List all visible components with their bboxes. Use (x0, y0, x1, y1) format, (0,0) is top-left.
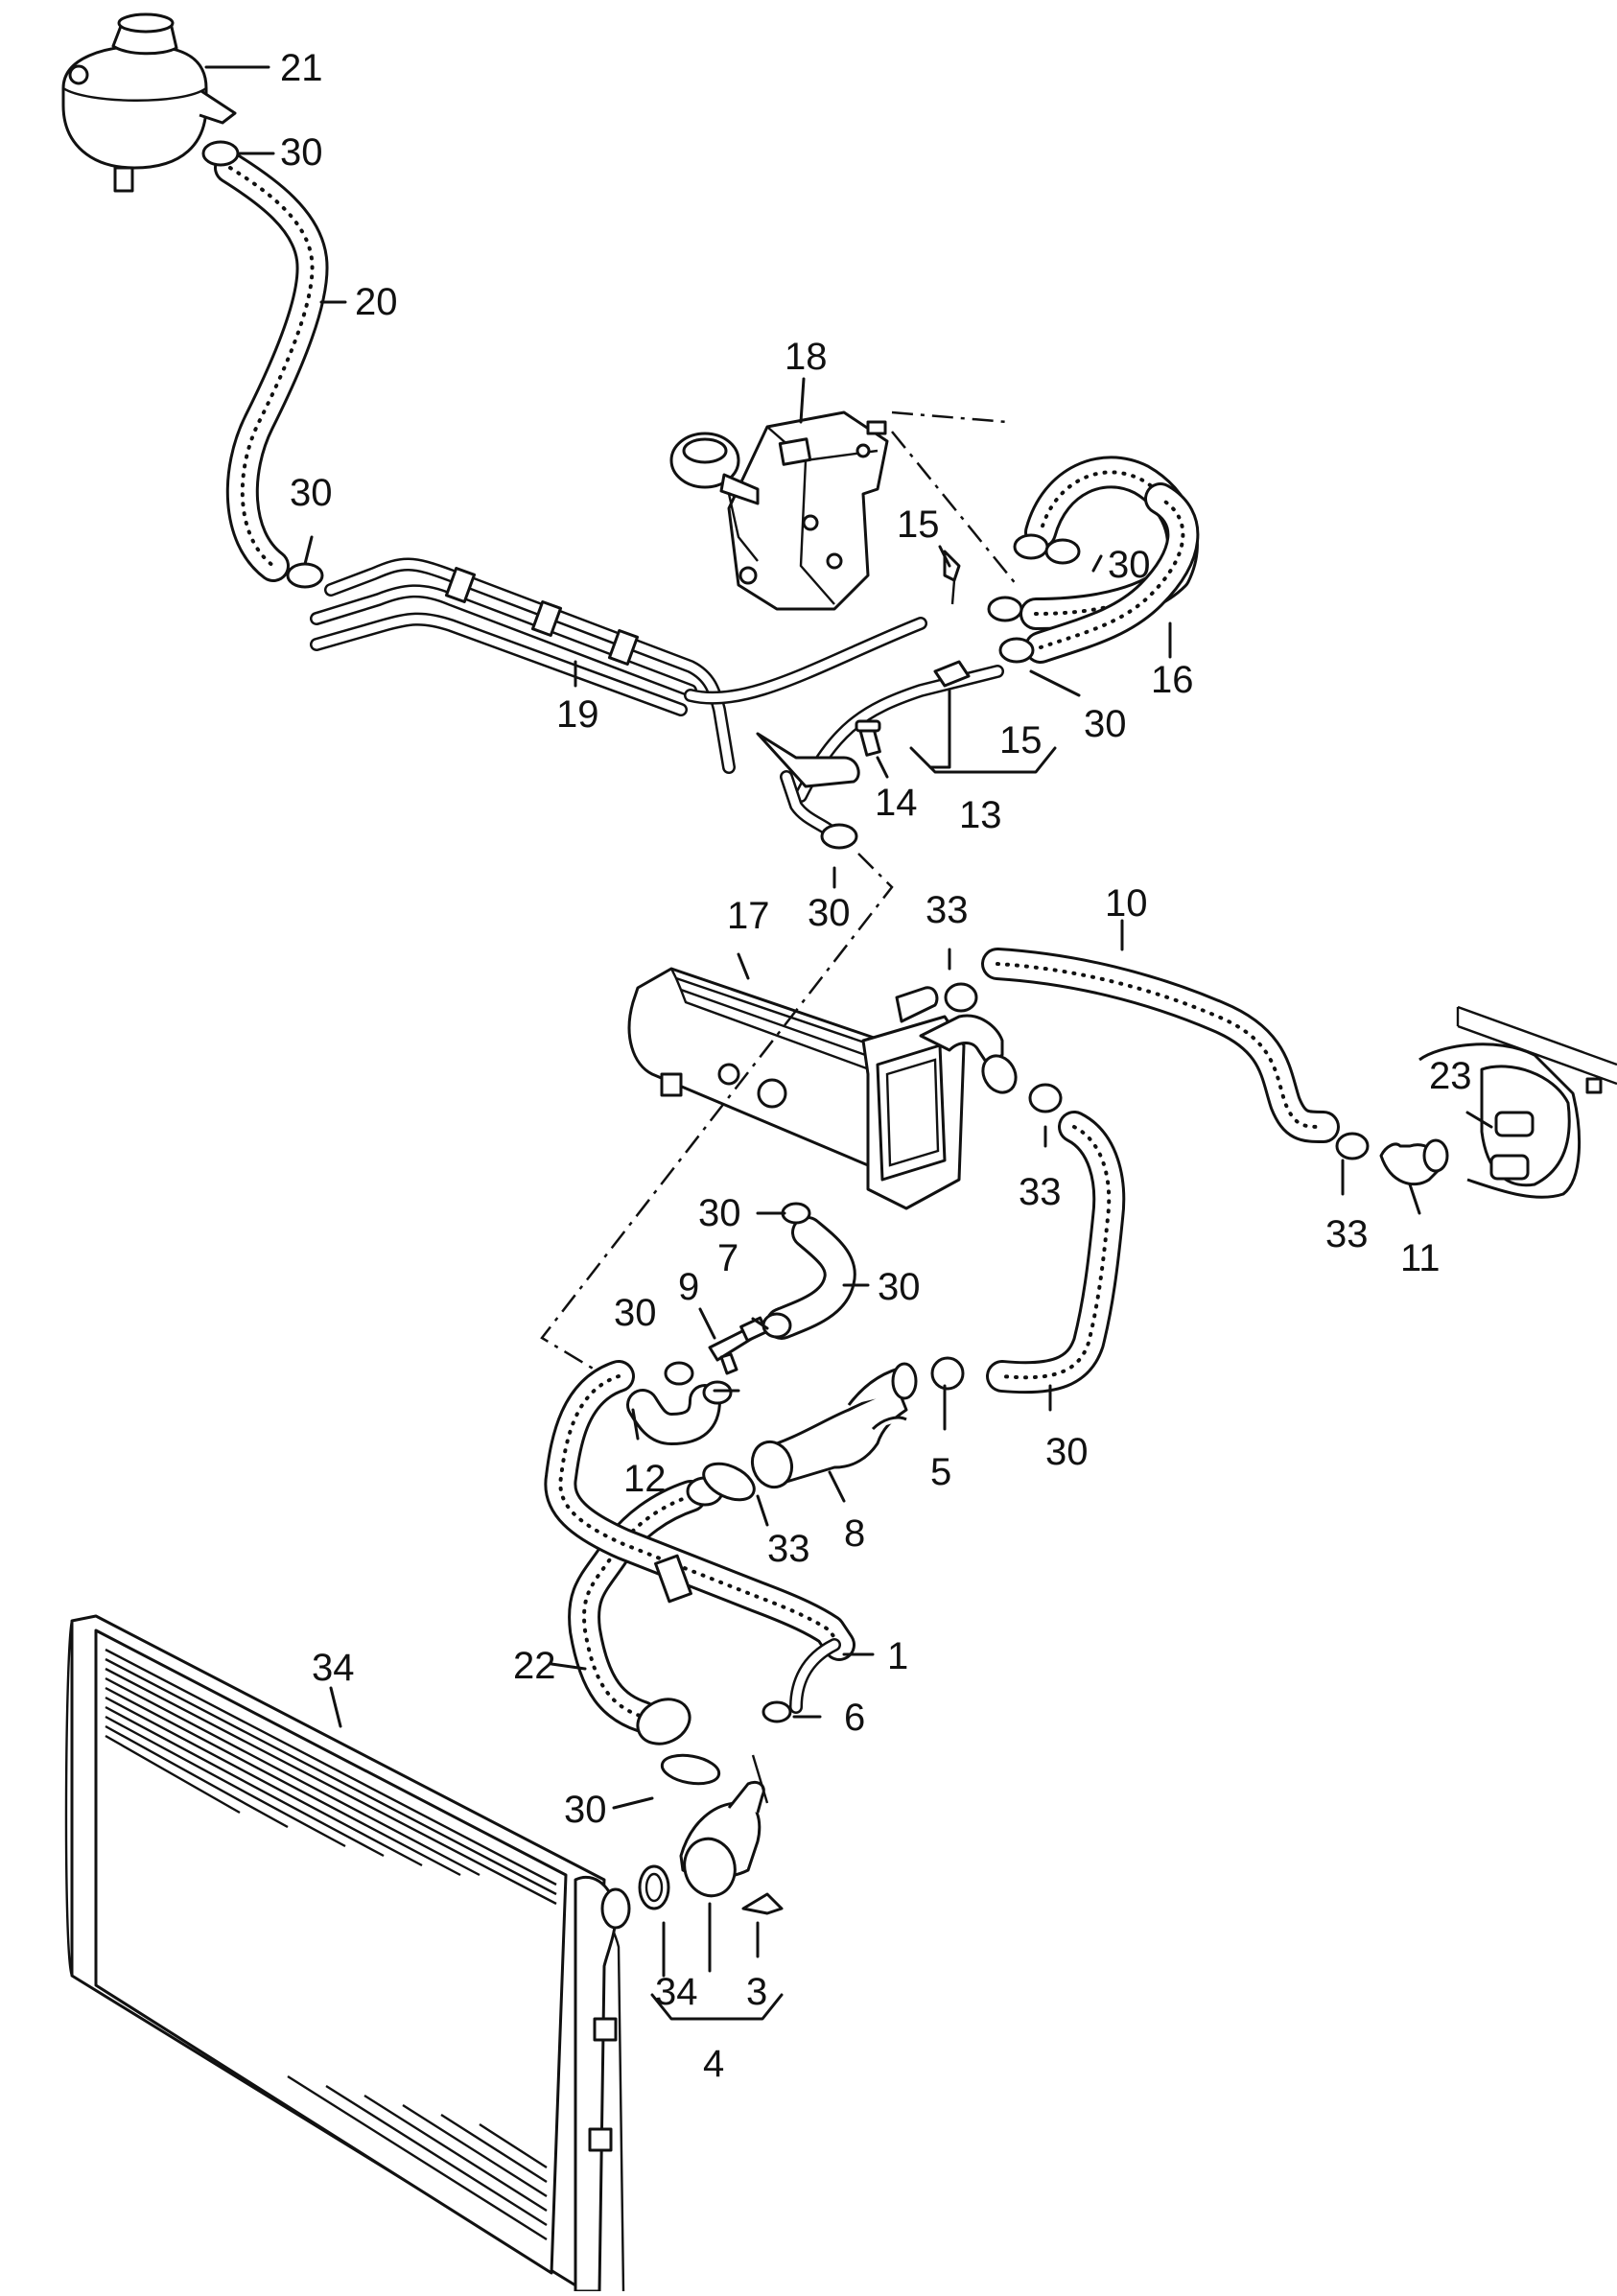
callout-30-right: 30 (1084, 703, 1127, 745)
connecting-piece-2 (679, 1754, 769, 1898)
hose-clamps-30-right (987, 533, 1081, 664)
callout-8: 12 (623, 1458, 667, 1500)
callout-30-tank: 30 (280, 131, 323, 174)
callout-30-tee-left: 30 (614, 1292, 657, 1334)
heater-core-23 (1418, 1005, 1617, 1199)
radiator-fins (105, 1648, 557, 2241)
hose-clamp-30-top (201, 140, 324, 589)
callout-30-left: 30 (290, 472, 333, 514)
callout-1: 22 (513, 1645, 556, 1687)
coolant-pipe-assembly-19 (310, 557, 927, 774)
callout-30-lower: 6 (844, 1697, 865, 1739)
callout-13: 13 (959, 794, 1002, 836)
callout-33-top: 33 (926, 889, 969, 931)
leader-lines (204, 65, 1493, 2021)
callout-23: 23 (1429, 1055, 1472, 1097)
bolt-14 (855, 719, 881, 757)
callout-3: 34 (655, 1971, 698, 2013)
coolant-hose-20 (214, 152, 329, 582)
hose-clamp-30-mid (820, 823, 858, 850)
callout-6: 1 (887, 1635, 908, 1677)
coolant-hose-16 (1019, 456, 1200, 664)
callout-22: 34 (312, 1647, 355, 1689)
egr-valve-18 (669, 410, 889, 611)
callout-19: 19 (556, 693, 599, 736)
coolant-flange-5 (750, 1362, 918, 1489)
callout-14: 14 (875, 782, 918, 824)
clip-4 (741, 1892, 784, 1915)
coolant-hose-12 (986, 1111, 1126, 1394)
callout-34-lower: 30 (564, 1789, 607, 1831)
callout-labels: 21 30 20 18 30 15 30 16 30 19 15 14 13 3… (280, 47, 1472, 2085)
callout-16: 16 (1151, 659, 1194, 701)
callout-5: 8 (844, 1512, 865, 1555)
callout-30-hose9-top: 30 (698, 1192, 741, 1234)
callout-20: 20 (355, 281, 398, 323)
callout-18: 18 (785, 336, 828, 378)
callout-4: 3 (746, 1971, 767, 2013)
callout-10: 10 (1105, 882, 1148, 925)
hose-clamps-33 (930, 982, 1370, 1391)
callout-17: 17 (727, 895, 770, 937)
expansion-tank-21 (61, 12, 237, 193)
hose-clamps-34-30-lower (660, 1462, 792, 1786)
callout-12: 30 (1045, 1431, 1089, 1473)
o-ring-3 (638, 1864, 670, 1910)
callout-33-flange: 5 (930, 1451, 951, 1493)
egr-cooler-17 (627, 967, 1018, 1210)
tee-piece-7 (708, 1316, 768, 1375)
callout-21: 21 (280, 47, 323, 89)
callout-30-center: 30 (808, 892, 851, 934)
egr-dash-leader (891, 410, 1018, 586)
radiator-22 (64, 1614, 631, 2293)
coolant-hose-10 (981, 948, 1340, 1143)
callout-34-upper: 33 (767, 1528, 810, 1570)
small-hose-8 (626, 1384, 721, 1445)
callout-15-lower: 15 (999, 719, 1043, 761)
clip-15 (943, 550, 961, 605)
assembly-dash-leader (540, 853, 894, 1383)
callout-33-cooler: 33 (1019, 1171, 1062, 1213)
callout-15-upper: 15 (897, 504, 940, 546)
callout-7: 9 (678, 1266, 699, 1308)
elbow-fitting-11 (1379, 1138, 1449, 1186)
callout-30-hose9-bottom: 7 (717, 1237, 738, 1279)
callout-9: 30 (878, 1266, 921, 1308)
callout-30-upper-right: 30 (1108, 544, 1151, 586)
callout-33-heater: 33 (1325, 1213, 1369, 1255)
small-hose-9 (765, 1216, 856, 1340)
callout-11: 11 (1400, 1237, 1441, 1279)
callout-2: 4 (703, 2043, 724, 2085)
bleed-pipe-6 (544, 1360, 855, 1714)
